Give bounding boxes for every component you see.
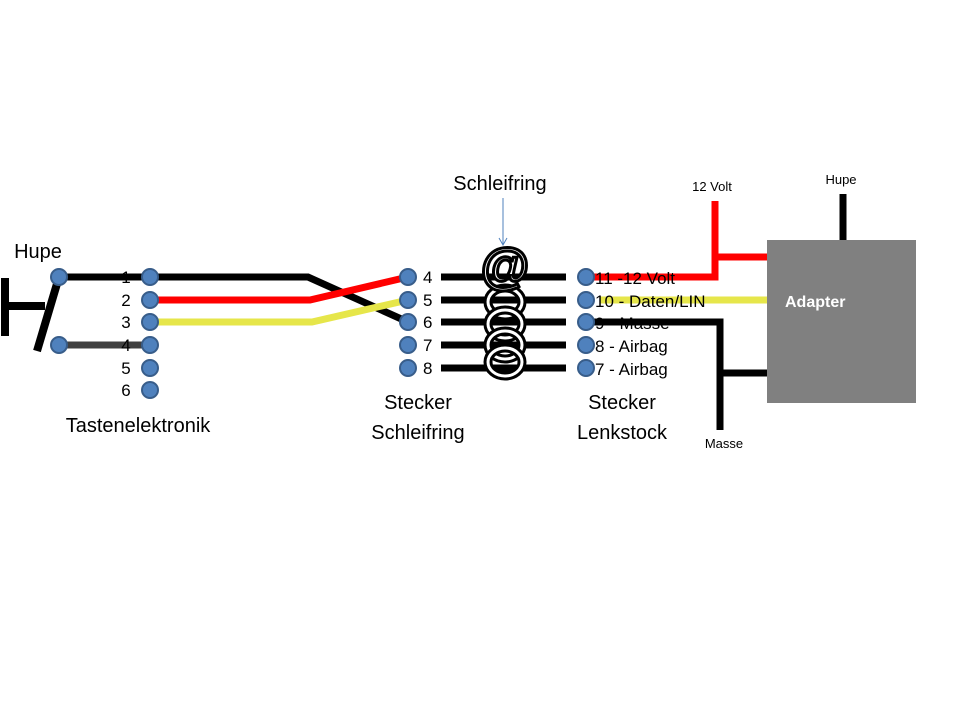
pin-number: 6 (121, 381, 130, 400)
masse-label: Masse (705, 436, 743, 451)
stecker-schleifring-label-1: Stecker (384, 392, 452, 414)
pin-number: 6 (423, 313, 432, 332)
arrow-head-icon (498, 237, 508, 247)
switch-pin (50, 268, 68, 286)
pin-number: 8 (423, 359, 432, 378)
pin-label: 9 - Masse (595, 314, 670, 333)
adapter-box (767, 240, 916, 403)
pin-number: 5 (121, 359, 130, 378)
horn-switch-icon (1, 275, 63, 353)
hupe-label: Hupe (14, 241, 62, 263)
pin-label: 8 - Airbag (595, 337, 668, 356)
stecker-lenkstock-label-1: Stecker (588, 392, 656, 414)
schleifring-connector: 4 5 6 7 8 (399, 268, 432, 378)
wire-red-12v (590, 201, 719, 281)
switch-pin (50, 336, 68, 354)
pin-number: 4 (121, 336, 130, 355)
tastenelektronik-connector: 1 2 3 4 5 6 (121, 268, 159, 400)
slip-ring-coil-icon: @ (479, 237, 531, 381)
wire-red (150, 273, 409, 304)
wire-yellow (150, 296, 409, 326)
adapter-label: Adapter (785, 294, 845, 311)
schleifring-title: Schleifring (453, 173, 546, 195)
pin-number: 1 (121, 268, 130, 287)
pin-number: 4 (423, 268, 432, 287)
stecker-lenkstock-label-2: Lenkstock (577, 422, 668, 444)
hupe-adapter-label: Hupe (825, 172, 856, 187)
slip-ring-symbol: @ (481, 238, 530, 294)
stecker-schleifring-label-2: Schleifring (371, 422, 464, 444)
lenkstock-connector: 11 -12 Volt 10 - Daten/LIN 9 - Masse 8 -… (577, 268, 706, 379)
pin-label: 10 - Daten/LIN (595, 292, 706, 311)
wire-black-masse (590, 318, 724, 430)
pin-label: 7 - Airbag (595, 360, 668, 379)
12-volt-label: 12 Volt (692, 179, 732, 194)
pin-label: 11 -12 Volt (595, 269, 675, 288)
pin-number: 2 (121, 291, 130, 310)
pin-number: 5 (423, 291, 432, 310)
pin-number: 3 (121, 313, 130, 332)
pin-number: 7 (423, 336, 432, 355)
tastenelektronik-label: Tastenelektronik (66, 415, 212, 437)
